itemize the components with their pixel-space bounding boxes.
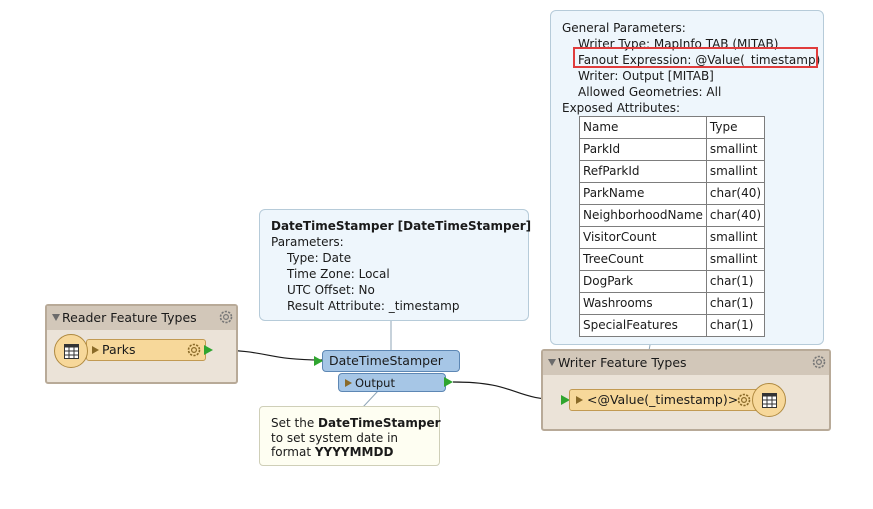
fanout-highlight-box bbox=[573, 47, 818, 68]
collapse-triangle-icon[interactable] bbox=[52, 314, 60, 321]
fanout-expression-value: Fanout Expression: @Value(_timestamp) bbox=[578, 53, 821, 67]
output-port-triangle-icon bbox=[345, 379, 352, 387]
writer-feature-type-fanout[interactable]: <@Value(_timestamp)> bbox=[569, 389, 761, 411]
attribute-type: smallint bbox=[705, 248, 766, 271]
annotation-line-2: to set system date in bbox=[271, 431, 399, 445]
attribute-type: char(1) bbox=[705, 292, 766, 315]
attribute-type: smallint bbox=[705, 226, 766, 249]
transformer-tooltip: DateTimeStamper [DateTimeStamper] Parame… bbox=[259, 209, 532, 321]
reader-output-port[interactable] bbox=[204, 345, 213, 355]
transformer-name: DateTimeStamper bbox=[329, 353, 443, 368]
table-icon bbox=[64, 344, 79, 359]
writer-bookmark-title: Writer Feature Types bbox=[558, 355, 687, 370]
writer-value: Writer: Output [MITAB] bbox=[578, 69, 714, 83]
exposed-attributes-heading: Exposed Attributes: bbox=[562, 101, 680, 115]
writer-feature-type-label: <@Value(_timestamp)> bbox=[587, 392, 739, 407]
type-param: Type: Date bbox=[287, 251, 352, 265]
attribute-type: char(40) bbox=[705, 204, 766, 227]
attribute-name: Washrooms bbox=[579, 292, 707, 315]
reader-feature-type-parks[interactable]: Parks bbox=[86, 339, 206, 361]
gear-icon[interactable] bbox=[736, 392, 752, 408]
writer-dataset-icon[interactable] bbox=[752, 383, 786, 417]
output-port-label: Output bbox=[355, 376, 395, 390]
attribute-name: NeighborhoodName bbox=[579, 204, 707, 227]
attribute-name: ParkId bbox=[579, 138, 707, 161]
attribute-name: RefParkId bbox=[579, 160, 707, 183]
gear-icon[interactable] bbox=[811, 354, 827, 370]
collapse-triangle-icon[interactable] bbox=[548, 359, 556, 366]
attribute-type: smallint bbox=[705, 160, 766, 183]
attribute-type: char(1) bbox=[705, 270, 766, 293]
reader-dataset-icon[interactable] bbox=[54, 334, 88, 368]
general-parameters-heading: General Parameters: bbox=[562, 21, 686, 35]
time-zone-param: Time Zone: Local bbox=[287, 267, 390, 281]
annotation-note[interactable]: Set the DateTimeStamper to set system da… bbox=[259, 406, 441, 466]
writer-input-port[interactable] bbox=[561, 395, 570, 405]
result-attribute-param: Result Attribute: _timestamp bbox=[287, 299, 460, 313]
transformer-output-port[interactable]: Output bbox=[338, 373, 446, 392]
reader-feature-type-label: Parks bbox=[102, 342, 136, 357]
annotation-line-1: Set the DateTimeStamper bbox=[271, 416, 441, 430]
attribute-type: smallint bbox=[705, 138, 766, 161]
attribute-type: char(40) bbox=[705, 182, 766, 205]
attribute-name: TreeCount bbox=[579, 248, 707, 271]
attribute-name: VisitorCount bbox=[579, 226, 707, 249]
utc-offset-param: UTC Offset: No bbox=[287, 283, 375, 297]
expand-triangle-icon[interactable] bbox=[576, 396, 583, 404]
gear-icon[interactable] bbox=[186, 342, 202, 358]
reader-bookmark-title: Reader Feature Types bbox=[62, 310, 197, 325]
expand-triangle-icon[interactable] bbox=[92, 346, 99, 354]
column-header-type: Type bbox=[705, 116, 766, 139]
allowed-geometries-value: Allowed Geometries: All bbox=[578, 85, 722, 99]
attribute-name: SpecialFeatures bbox=[579, 314, 707, 337]
annotation-line-3: format YYYYMMDD bbox=[271, 445, 394, 459]
attribute-name: ParkName bbox=[579, 182, 707, 205]
parameters-heading: Parameters: bbox=[271, 235, 344, 249]
table-icon bbox=[762, 393, 777, 408]
attribute-name: DogPark bbox=[579, 270, 707, 293]
gear-icon[interactable] bbox=[218, 309, 234, 325]
writer-bookmark-header[interactable]: Writer Feature Types bbox=[543, 351, 829, 375]
transformer-input-port[interactable] bbox=[314, 356, 323, 366]
attribute-type: char(1) bbox=[705, 314, 766, 337]
transformer-tooltip-title: DateTimeStamper [DateTimeStamper] bbox=[271, 219, 532, 233]
datetimestamper-transformer[interactable]: DateTimeStamper bbox=[322, 350, 460, 372]
reader-bookmark-header[interactable]: Reader Feature Types bbox=[47, 306, 236, 330]
column-header-name: Name bbox=[579, 116, 707, 139]
table-header-row: Name Type bbox=[579, 116, 766, 139]
transformer-output-connector[interactable] bbox=[444, 377, 453, 387]
